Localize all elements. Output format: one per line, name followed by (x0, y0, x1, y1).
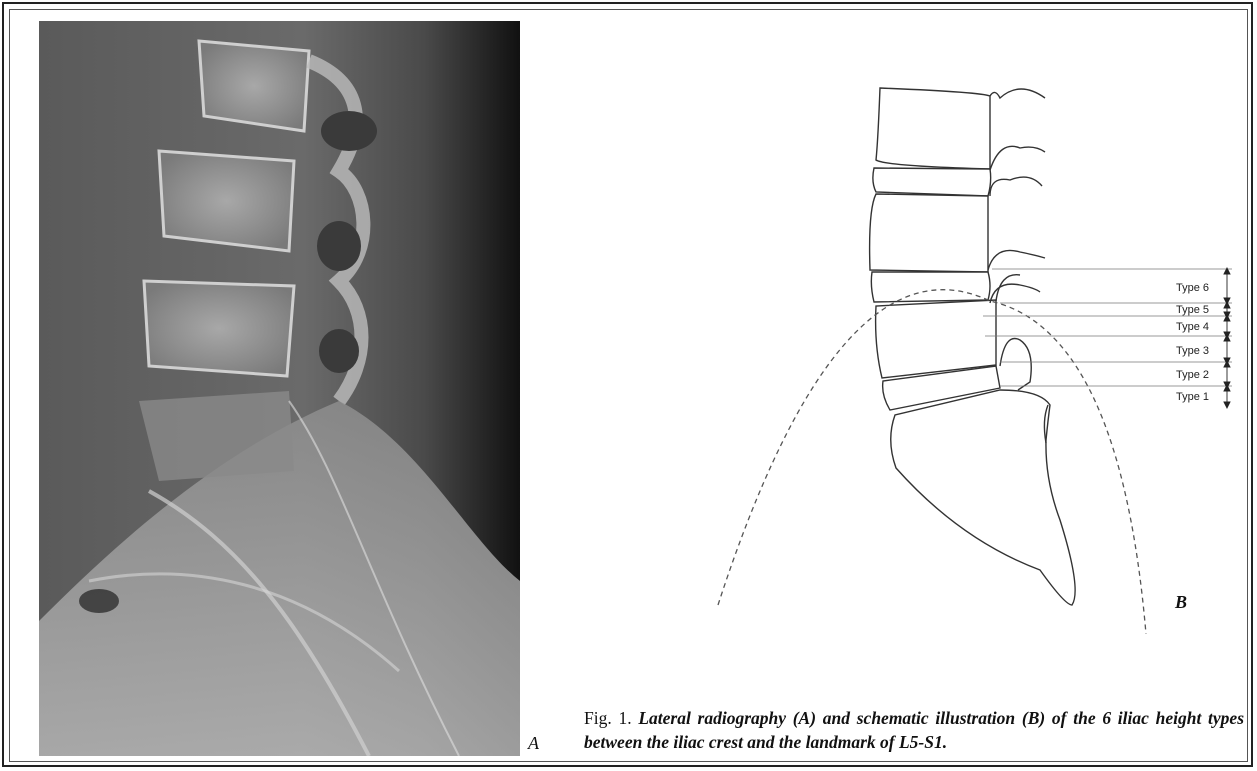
type-6-label: Type 6 (1176, 282, 1209, 294)
type-4-label: Type 4 (1176, 321, 1209, 333)
figure-number: Fig. 1. (584, 708, 632, 728)
radiograph-image (39, 21, 520, 756)
figure-caption: Fig. 1. Lateral radiography (A) and sche… (584, 706, 1244, 754)
type-3-label: Type 3 (1176, 345, 1209, 357)
type-5-label: Type 5 (1176, 304, 1209, 316)
schematic-illustration: Type 6 Type 5 Type 4 Type 3 Type 2 Type … (700, 60, 1240, 640)
type-2-label: Type 2 (1176, 369, 1209, 381)
panel-b-label: B (1175, 592, 1187, 613)
type-1-label: Type 1 (1176, 391, 1209, 403)
panel-a-label: A (528, 733, 539, 754)
caption-text: Lateral radiography (A) and schematic il… (584, 708, 1244, 752)
